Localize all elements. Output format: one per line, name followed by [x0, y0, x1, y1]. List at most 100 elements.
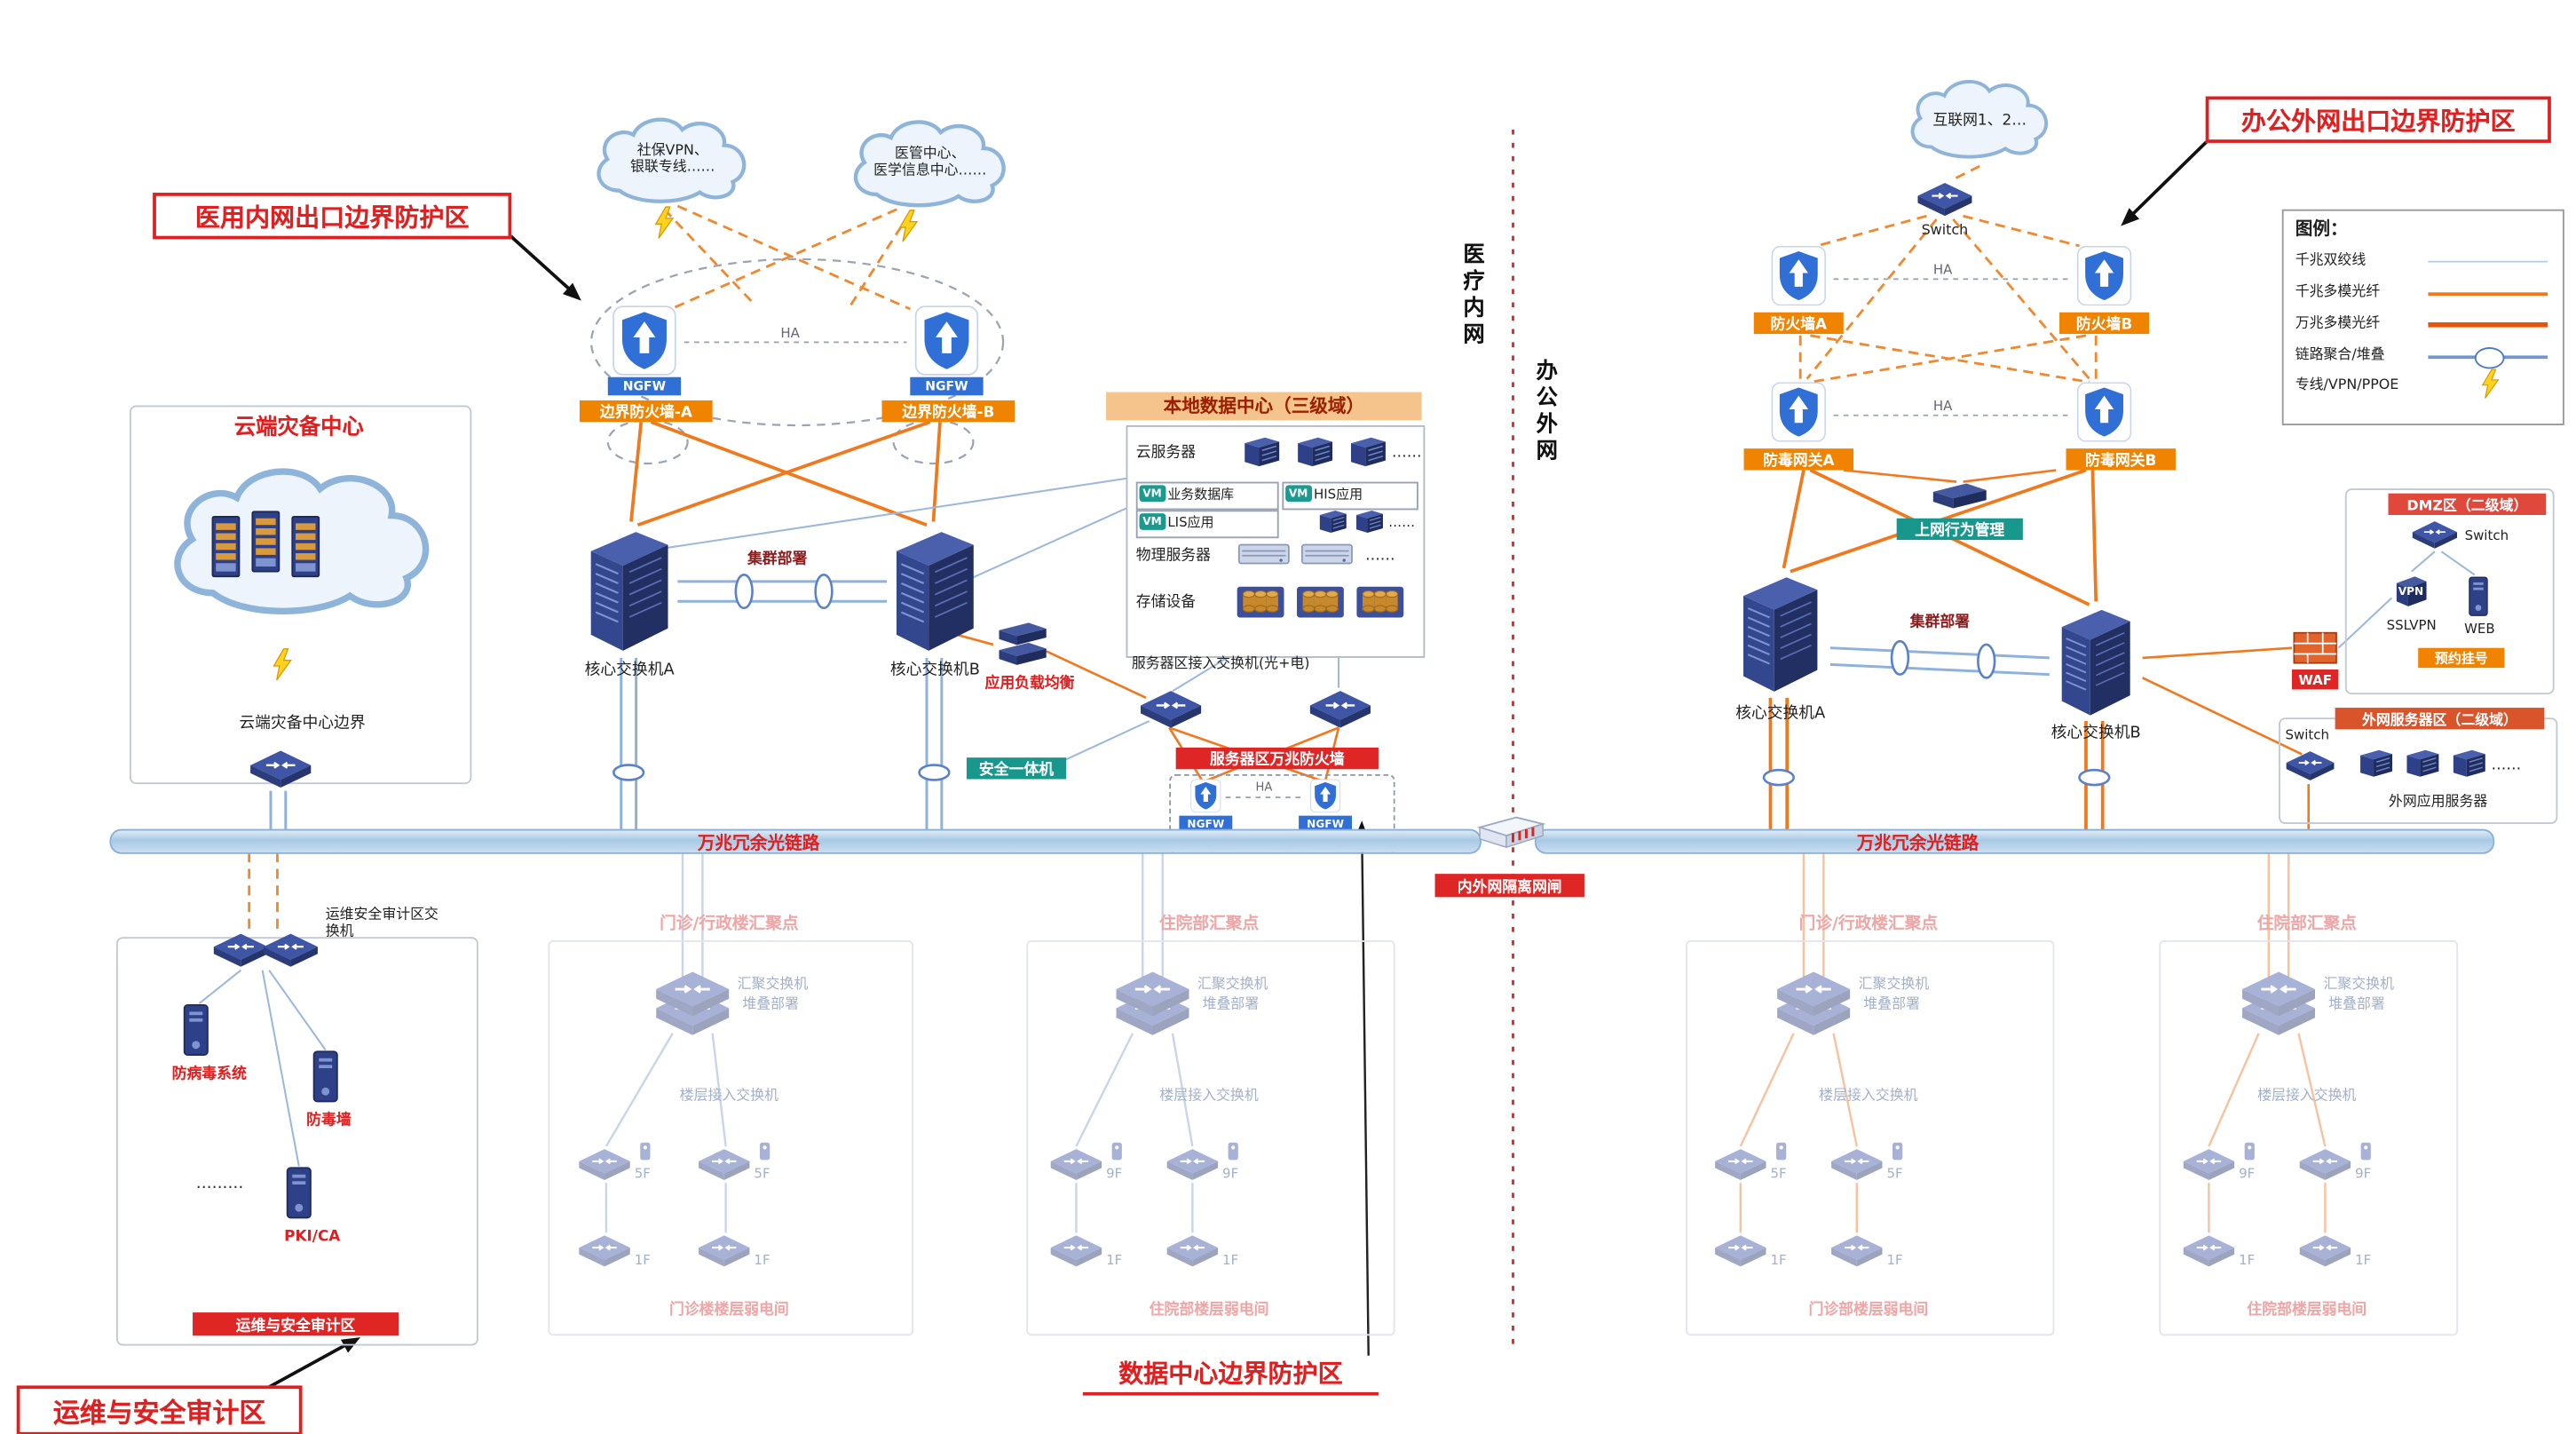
ap-icon	[1110, 1140, 1125, 1163]
floor-switch-icon	[2298, 1232, 2351, 1269]
building-box-inpatient-right	[2159, 939, 2459, 1336]
ha-label-border-fw: HA	[780, 325, 800, 341]
building-title: 住院部汇聚点	[1158, 915, 1260, 934]
legend-item-label: 千兆双绞线	[2295, 252, 2367, 270]
legend-sample-twisted-pair	[2428, 260, 2548, 263]
ap-icon	[1774, 1140, 1789, 1163]
storage-label: 存储设备	[1135, 594, 1197, 612]
dr-cabinet-icon	[209, 509, 242, 585]
agg-switch-label: 汇聚交换机	[737, 977, 809, 994]
ap-icon	[757, 1140, 772, 1163]
floor-switch-icon	[698, 1232, 751, 1269]
av-gateway-b-label: 防毒网关B	[2066, 448, 2177, 471]
behavior-mgmt-label: 上网行为管理	[1896, 518, 2023, 541]
server-ngfw-icon	[1189, 779, 1222, 812]
ellipsis: ……	[2491, 757, 2522, 774]
floor-label: 1F	[1222, 1252, 1239, 1268]
dr-edge-switch-icon	[249, 748, 312, 791]
floor-switch-icon	[2182, 1232, 2235, 1269]
legend-title: 图例：	[2295, 218, 2348, 240]
core-switch-b-icon	[887, 521, 984, 657]
building-box-outpatient-right	[1686, 939, 2055, 1336]
floor-label: 1F	[1886, 1252, 1903, 1268]
pki-server-icon	[282, 1163, 319, 1223]
building-title: 门诊/行政楼汇聚点	[660, 915, 799, 934]
floor-switch-icon	[1049, 1146, 1102, 1183]
ap-icon	[1890, 1140, 1905, 1163]
vm-badge: VM	[1139, 513, 1166, 530]
cloud-social-vpn-label: 社保VPN、 银联专线……	[630, 142, 715, 177]
border-firewall-a-icon	[608, 305, 681, 376]
server-access-switch-icon	[1308, 688, 1371, 732]
ap-icon	[2359, 1140, 2374, 1163]
border-firewall-b-icon	[910, 305, 983, 376]
floor-label: 1F	[754, 1252, 770, 1268]
building-box-inpatient-left	[1026, 939, 1395, 1336]
core-switch-a-label: 核心交换机A	[584, 661, 675, 680]
his-app-label: HIS应用	[1313, 487, 1363, 503]
dmz-switch-label: Switch	[2464, 527, 2509, 543]
floor-label: 5F	[634, 1166, 651, 1182]
floor-access-label: 楼层接入交换机	[1159, 1088, 1259, 1105]
cloud-internet-label: 互联网1、2…	[1932, 113, 2027, 130]
load-balancer-label: 应用负载均衡	[984, 676, 1075, 693]
security-appliance-label: 安全一体机	[966, 757, 1067, 780]
dr-cabinet-icon	[289, 509, 322, 585]
floor-switch-icon	[1830, 1146, 1884, 1183]
ngfw-band-b: NGFW	[910, 376, 984, 396]
floor-label: 9F	[1222, 1166, 1239, 1182]
vm-badge: VM	[1139, 485, 1166, 503]
agg-switch-label: 汇聚交换机	[1858, 977, 1930, 994]
callout-dc-edge-zone: 数据中心边界防护区	[1082, 1359, 1379, 1396]
callout-office-exit-zone: 办公外网出口边界防护区	[2205, 96, 2551, 143]
floor-switch-icon	[578, 1232, 631, 1269]
behavior-mgmt-icon	[1924, 482, 1990, 512]
physical-server-icon	[1299, 542, 1355, 566]
floor-switch-icon	[698, 1146, 751, 1183]
floor-label: 9F	[2239, 1166, 2256, 1182]
bus-right	[1534, 828, 2495, 854]
floor-switch-icon	[1049, 1232, 1102, 1269]
lis-app-label: LIS应用	[1167, 515, 1214, 530]
extranet-title: 外网服务器区（二级域）	[2335, 708, 2545, 730]
office-core-b-icon	[2050, 601, 2143, 721]
floor-switch-icon	[1714, 1146, 1767, 1183]
floor-switch-icon	[2298, 1146, 2351, 1183]
core-switch-a-icon	[581, 521, 678, 657]
server-ngfw-band: NGFW	[1299, 815, 1352, 831]
floor-label: 5F	[754, 1166, 770, 1182]
cloud-dr-title: 云端灾备中心	[233, 415, 364, 440]
ap-icon	[1226, 1140, 1241, 1163]
cluster-deploy-label: 集群部署	[747, 551, 808, 568]
antivirus-label: 防病毒系统	[171, 1066, 247, 1083]
extranet-servers-label: 外网应用服务器	[2388, 794, 2488, 812]
physical-server-label: 物理服务器	[1135, 548, 1211, 566]
callout-medical-exit-zone: 医用内网出口边界防护区	[153, 193, 512, 240]
legend-sample-10ge-fiber	[2428, 321, 2548, 328]
sslvpn-label: SSLVPN	[2386, 618, 2437, 633]
cloud-medical-admin-label: 医管中心、 医学信息中心……	[873, 146, 987, 180]
legend-item-label: 专线/VPN/PPOE	[2295, 376, 2399, 394]
legend-item-label: 万兆多模光纤	[2295, 315, 2381, 333]
internet-switch-label: Switch	[1921, 222, 1969, 240]
floor-label: 9F	[1106, 1166, 1123, 1182]
physical-server-icon	[1236, 542, 1292, 566]
ha-label-office-fw: HA	[1932, 262, 1953, 278]
extranet-server-icon	[2355, 748, 2395, 780]
office-core-a-icon	[1734, 568, 1827, 698]
extranet-switch-label: Switch	[2285, 727, 2329, 743]
storage-icon	[1355, 582, 1405, 622]
audit-switch-label: 运维安全审计区交换机	[325, 907, 439, 941]
audit-dots: ·········	[195, 1179, 244, 1198]
isolation-gatekeeper-icon	[1472, 814, 1548, 851]
aggregation-switch-icon	[1114, 971, 1190, 1037]
extranet-server-icon	[2401, 748, 2441, 780]
ha-label-server-fw: HA	[1255, 780, 1273, 795]
biz-db-label: 业务数据库	[1167, 487, 1235, 503]
building-title: 门诊/行政楼汇聚点	[1798, 915, 1939, 934]
bus-right-label: 万兆冗余光链路	[1856, 834, 1979, 854]
border-firewall-a-label: 边界防火墙-A	[579, 400, 713, 423]
server-access-switch-icon	[1140, 688, 1203, 732]
ap-icon	[2242, 1140, 2257, 1163]
building-room-label: 门诊部楼层弱电间	[1808, 1302, 1929, 1319]
